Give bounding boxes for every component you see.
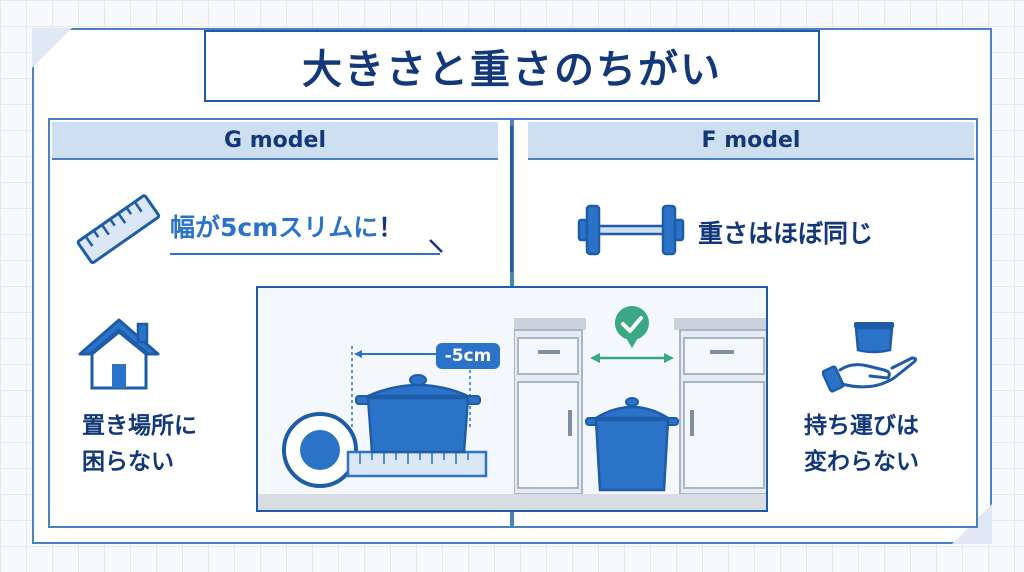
placement-line-2: 困らない — [82, 449, 174, 475]
dumbbell-icon — [577, 204, 685, 256]
g-model-header: G model — [52, 122, 498, 160]
hand-pot-icon — [822, 322, 918, 393]
slim-width-text: 幅が5cmスリムに — [170, 213, 379, 242]
title-box: 大きさと重さのちがい — [204, 30, 820, 102]
placement-feature: 置き場所に 困らない — [82, 408, 232, 480]
carry-feature: 持ち運びは 変わらない — [804, 408, 954, 480]
center-divider — [510, 126, 513, 272]
ruler-icon — [76, 194, 161, 265]
page-title: 大きさと重さのちがい — [302, 47, 722, 93]
pot-icon — [355, 374, 481, 454]
slim-width-feature: 幅が5cmスリムに！ — [170, 208, 403, 244]
carry-line-2: 変わらない — [804, 449, 919, 475]
placement-line-1: 置き場所に — [82, 413, 197, 439]
exclamation-text: ！ — [378, 213, 404, 242]
corner-decoration-icon — [32, 28, 72, 68]
house-icon — [78, 318, 160, 390]
carry-line-1: 持ち運びは — [804, 413, 919, 439]
f-model-header: F model — [528, 122, 974, 160]
cabinet-icon — [514, 318, 766, 494]
minus-5cm-badge: -5cm — [436, 343, 500, 369]
comparison-illustration — [256, 286, 768, 512]
same-weight-feature: 重さはほぼ同じ — [698, 219, 874, 248]
check-icon — [614, 306, 649, 348]
tape-measure-icon — [282, 412, 488, 488]
underline-accent — [170, 239, 443, 255]
